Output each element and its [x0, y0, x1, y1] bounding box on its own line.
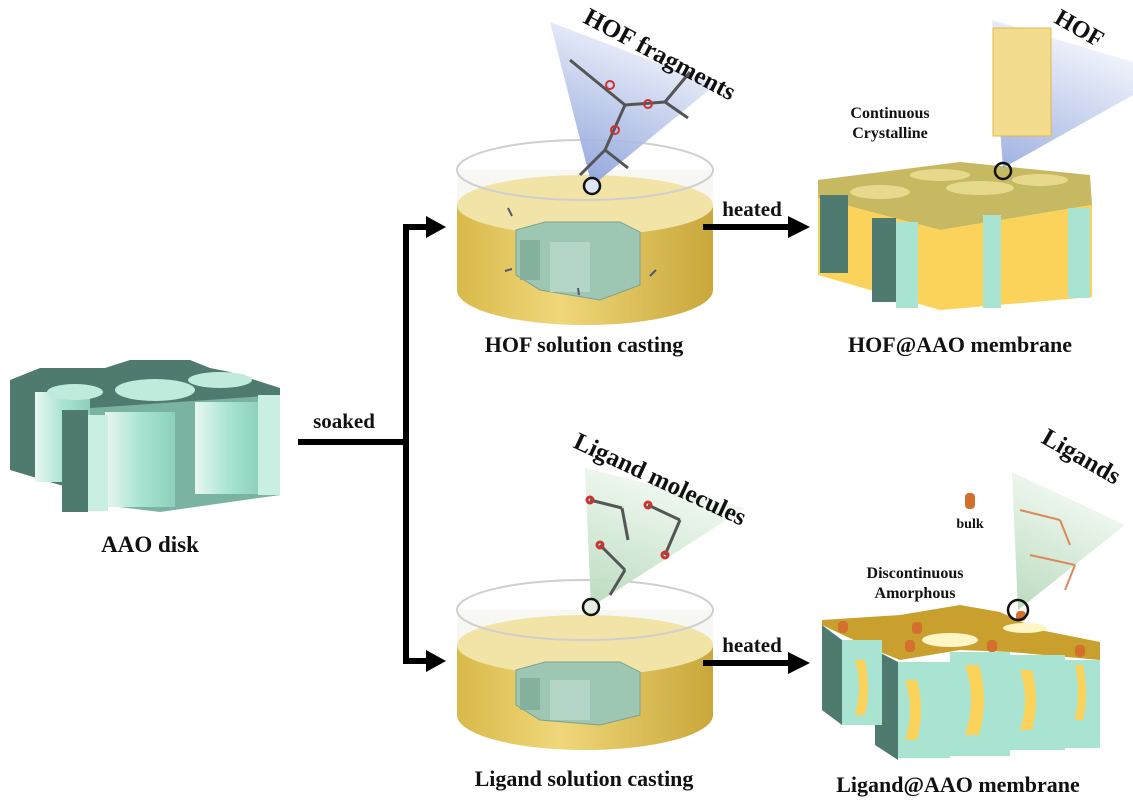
- hof-casting-label: HOF solution casting: [485, 332, 683, 357]
- heated-bottom-label: heated: [722, 633, 782, 657]
- bulk-icon: [965, 493, 975, 509]
- heated-top-label: heated: [722, 197, 782, 221]
- arrow-head-bottom: [426, 650, 446, 672]
- arrow-head-top: [426, 216, 446, 238]
- ligand-dish: [456, 579, 714, 750]
- hof-fragment-molecule: [569, 58, 692, 177]
- ligand-molecules: [585, 495, 682, 596]
- hof-membrane-zoom-circle: [993, 161, 1013, 181]
- aao-disk-illustration: [10, 360, 280, 512]
- ligand-aao-membrane: [822, 605, 1100, 760]
- heated-arrow-top-head: [788, 216, 810, 238]
- hof-dish: [456, 139, 714, 325]
- bulk-label: bulk: [956, 517, 983, 532]
- amorphous-label: Amorphous: [875, 585, 956, 602]
- soaked-branch-arrow: [298, 224, 428, 664]
- ligand-casting-label: Ligand solution casting: [475, 766, 694, 791]
- ligand-zoom-circle: [581, 597, 601, 617]
- heated-arrow-bottom-head: [788, 652, 810, 674]
- hof-crystal-block: [992, 27, 1052, 137]
- crystalline-label: Crystalline: [852, 125, 928, 142]
- ligand-membrane-zoom-circle: [1006, 598, 1030, 622]
- hof-membrane-label: HOF@AAO membrane: [848, 332, 1072, 357]
- ligand-membrane-label: Ligand@AAO membrane: [836, 772, 1080, 797]
- hof-zoom-circle: [582, 176, 602, 196]
- aao-disk-label: AAO disk: [101, 532, 199, 557]
- ligands-molecules: [1019, 509, 1076, 591]
- hof-aao-membrane: [818, 162, 1092, 310]
- ligands-label: Ligands: [1037, 424, 1125, 491]
- continuous-label: Continuous: [850, 105, 929, 122]
- discontinuous-label: Discontinuous: [867, 565, 964, 582]
- soaked-label: soaked: [313, 409, 375, 433]
